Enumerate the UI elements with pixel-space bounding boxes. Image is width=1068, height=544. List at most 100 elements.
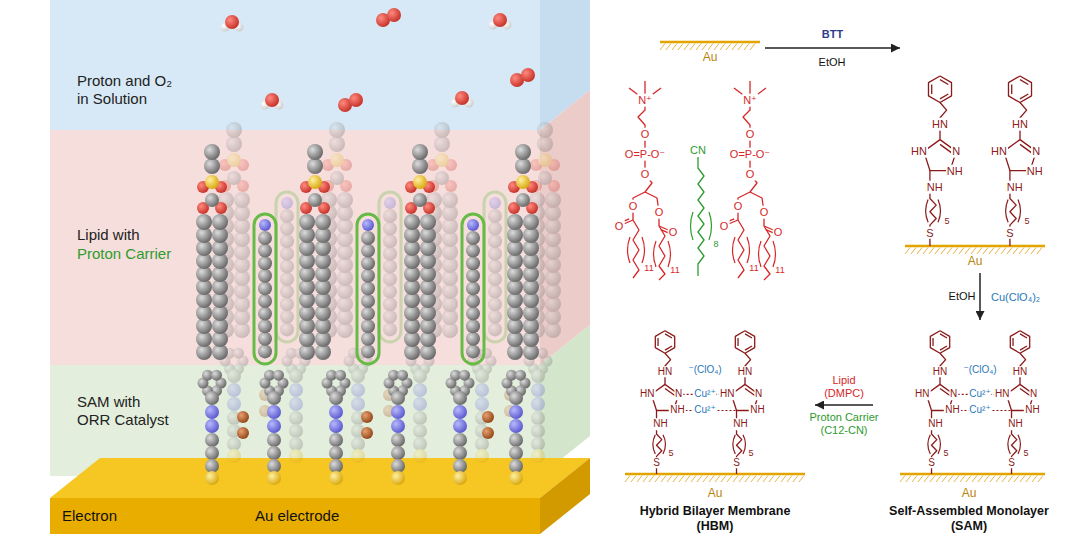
gold-hatch <box>769 476 774 483</box>
atom-sphere <box>531 383 545 397</box>
subscript-number: 5 <box>1024 216 1031 226</box>
gold-hatch <box>793 476 798 483</box>
atom-label: NH <box>1007 419 1023 431</box>
gold-hatch <box>1007 248 1012 255</box>
subscript-number: 11 <box>643 263 654 273</box>
atom-sphere <box>267 405 281 419</box>
gold-hatch <box>1031 248 1036 255</box>
atom-sphere <box>259 219 271 231</box>
bond-line <box>1008 76 1031 103</box>
atom-sphere <box>205 193 219 207</box>
atom-label: O <box>640 168 651 181</box>
gold-hatch <box>697 476 702 483</box>
atom-sphere <box>258 307 272 321</box>
gold-hatch <box>775 476 780 483</box>
atom-label: N <box>951 145 961 158</box>
atom-sphere <box>391 446 405 460</box>
repeat-bracket <box>709 212 712 240</box>
bond-line <box>940 346 947 350</box>
atom-sphere <box>488 285 502 299</box>
gold-surface <box>905 245 1045 248</box>
atom-label: NH <box>946 164 964 177</box>
atom-sphere <box>475 369 489 383</box>
bond-line <box>745 346 752 350</box>
atom-label: NH <box>927 419 943 431</box>
gold-hatch <box>667 476 672 483</box>
repeat-bracket <box>733 435 736 454</box>
gold-hatch <box>947 248 952 255</box>
gold-hatch <box>912 476 917 483</box>
atom-sphere <box>475 449 489 463</box>
atom-label: NH <box>926 181 944 194</box>
atom-label: O <box>759 206 770 219</box>
gold-hatch <box>696 44 701 51</box>
atom-sphere <box>383 297 397 311</box>
atom-sphere <box>289 411 303 425</box>
atom-sphere <box>329 459 343 473</box>
atom-label: S <box>652 457 661 469</box>
gold-hatch <box>990 476 995 483</box>
atom-sphere <box>466 281 480 295</box>
atom-sphere <box>280 297 294 311</box>
atom-sphere <box>435 171 449 185</box>
gold-hatch <box>649 476 654 483</box>
node-text: Au <box>708 486 723 500</box>
atom-sphere <box>455 91 469 105</box>
gold-hatch <box>715 476 720 483</box>
atom-sphere <box>329 391 343 405</box>
atom-sphere <box>258 294 272 308</box>
atom-label: O=P-O⁻ <box>624 148 666 161</box>
atom-label: O <box>640 128 651 141</box>
atom-sphere <box>205 433 219 447</box>
atom-sphere <box>329 136 345 152</box>
gold-hatch <box>625 476 630 483</box>
gold-hatch <box>744 44 749 51</box>
atom-sphere <box>361 307 375 321</box>
back-row <box>218 122 561 463</box>
atom-sphere <box>280 209 294 223</box>
gold-hatch <box>918 476 923 483</box>
subscript-number: 11 <box>748 263 759 273</box>
gold-hatch <box>733 476 738 483</box>
ion-label: Cu²⁺ <box>693 389 716 401</box>
gold-hatch <box>984 476 989 483</box>
carrier-outline <box>254 214 276 364</box>
atom-label: CN <box>689 144 707 157</box>
repeat-bracket <box>668 241 671 267</box>
atom-sphere <box>384 197 396 209</box>
atom-label: NH <box>1024 405 1040 417</box>
atom-sphere <box>289 383 303 397</box>
gold-hatch <box>714 44 719 51</box>
reaction-arrow <box>815 404 873 406</box>
atom-sphere <box>509 419 523 433</box>
atom-sphere <box>289 369 303 383</box>
atom-sphere <box>361 332 375 346</box>
gold-hatch <box>995 248 1000 255</box>
atom-label: NH <box>749 405 765 417</box>
atom-sphere <box>383 322 397 336</box>
atom-sphere <box>466 294 480 308</box>
atom-label: O=P-O⁻ <box>729 148 771 161</box>
atom-sphere <box>413 175 427 189</box>
cu-monolayer: AuSelf-Assembled Monolayer (SAM) <box>873 320 1065 536</box>
atom-sphere <box>466 231 480 245</box>
atom-sphere <box>412 144 428 160</box>
reagent-label: BTT <box>821 28 844 41</box>
ion-label: ⁻(ClO₄) <box>962 364 997 376</box>
atom-sphere <box>434 136 450 152</box>
atom-sphere <box>391 391 405 405</box>
atom-sphere <box>488 310 502 324</box>
atom-label: NH <box>1026 164 1044 177</box>
atom-sphere <box>531 369 545 383</box>
atom-sphere <box>361 344 375 358</box>
atom-label: S <box>1007 457 1016 469</box>
atom-sphere <box>204 158 220 174</box>
gold-hatch <box>977 248 982 255</box>
carrier-outline <box>357 214 379 364</box>
atom-sphere <box>516 175 530 189</box>
bond-line <box>932 338 933 346</box>
atom-label: S <box>1005 226 1014 239</box>
atom-label: NH <box>1006 181 1024 194</box>
atom-sphere <box>267 459 281 473</box>
gold-hatch <box>989 248 994 255</box>
